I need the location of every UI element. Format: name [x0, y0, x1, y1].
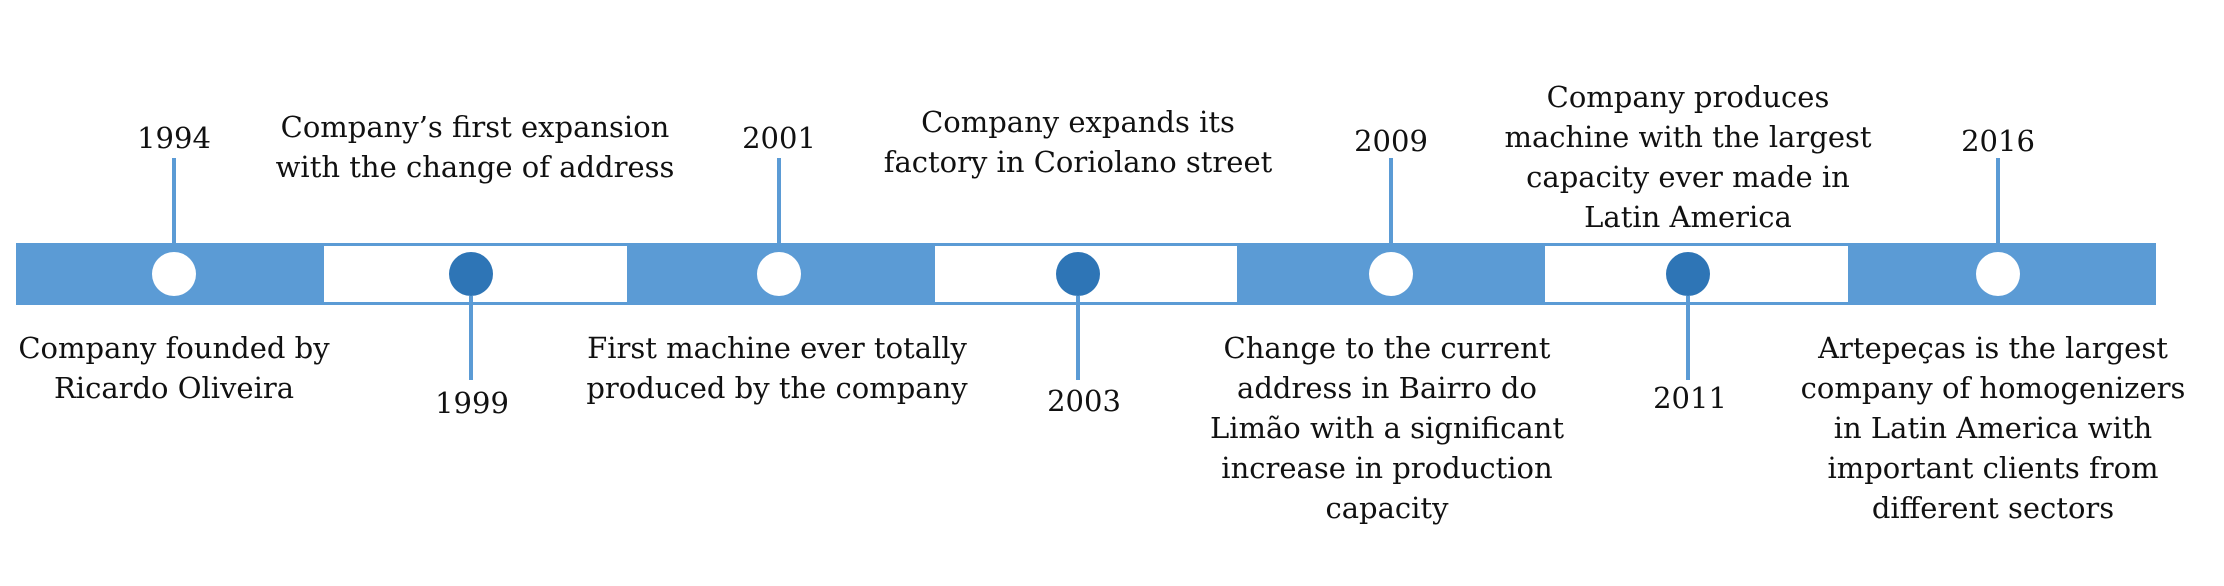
- marker-dot-1994: [152, 252, 196, 296]
- year-label-1994: 1994: [137, 121, 211, 155]
- marker-dot-2016: [1976, 252, 2020, 296]
- event-description-2003: Company expands its factory in Coriolano…: [883, 105, 1273, 179]
- marker-dot-2009: [1369, 252, 1413, 296]
- event-description-1994: Company founded by Ricardo Oliveira: [18, 331, 330, 405]
- year-label-2016: 2016: [1961, 124, 2035, 158]
- marker-dot-2001: [757, 252, 801, 296]
- event-description-2001: First machine ever totally produced by t…: [586, 331, 968, 405]
- stem-2009: [1389, 158, 1393, 245]
- event-description-1999: Company’s first expansion with the chang…: [275, 110, 675, 184]
- stem-2011: [1686, 296, 1690, 380]
- stem-1994: [172, 158, 176, 245]
- stem-1999: [469, 296, 473, 380]
- event-description-2016: Artepeças is the largest company of homo…: [1800, 331, 2186, 525]
- event-description-2011: Company produces machine with the larges…: [1504, 80, 1872, 234]
- year-label-1999: 1999: [435, 386, 509, 420]
- marker-dot-1999: [449, 252, 493, 296]
- year-label-2009: 2009: [1354, 124, 1428, 158]
- stem-2003: [1076, 296, 1080, 380]
- event-description-2009: Change to the current address in Bairro …: [1209, 331, 1565, 525]
- year-label-2011: 2011: [1653, 381, 1727, 415]
- marker-dot-2003: [1056, 252, 1100, 296]
- stem-2016: [1996, 158, 2000, 245]
- year-label-2001: 2001: [742, 121, 816, 155]
- marker-dot-2011: [1666, 252, 1710, 296]
- stem-2001: [777, 158, 781, 245]
- year-label-2003: 2003: [1047, 384, 1121, 418]
